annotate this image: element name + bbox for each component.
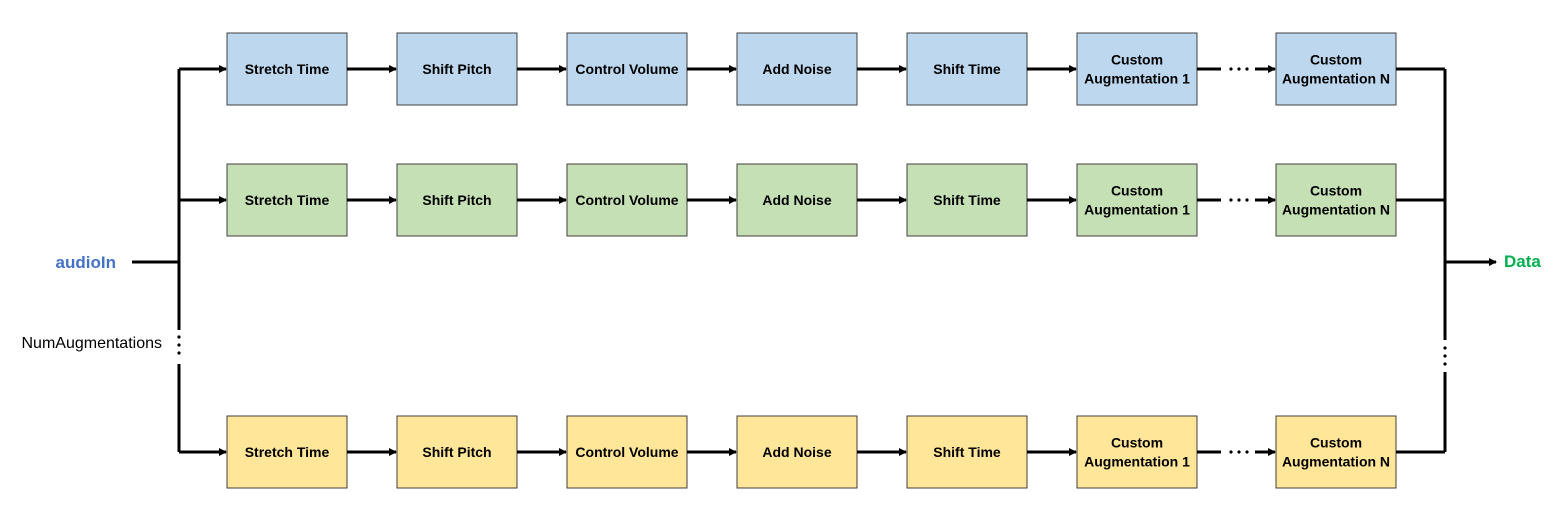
stage-box	[226, 163, 348, 237]
stage-label: Control Volume	[575, 444, 678, 460]
ellipsis-dot	[1229, 198, 1233, 202]
stage-box	[566, 415, 688, 489]
left-bus-ellipsis-dot	[177, 351, 181, 355]
stage-label-line: Stretch Time	[245, 61, 330, 77]
stage-label: Shift Pitch	[422, 444, 491, 460]
left-bus-ellipsis-dot	[177, 343, 181, 347]
stage-box	[906, 163, 1028, 237]
right-bus-ellipsis-dot	[1443, 346, 1447, 350]
stage-box	[566, 32, 688, 106]
stage-label: Control Volume	[575, 192, 678, 208]
right-bus-ellipsis-dot	[1443, 354, 1447, 358]
ellipsis-dot	[1245, 67, 1249, 71]
stage-box	[1275, 163, 1397, 237]
stage-label-line: Augmentation N	[1282, 454, 1390, 470]
right-bus-ellipsis-dot	[1443, 362, 1447, 366]
stage-box	[226, 32, 348, 106]
stage-box	[226, 415, 348, 489]
stage-label: Add Noise	[762, 61, 831, 77]
stage-box	[906, 415, 1028, 489]
stage-label: Stretch Time	[245, 444, 330, 460]
stage-label-line: Shift Time	[933, 444, 1001, 460]
pipeline-row-blue: Stretch Time Shift Pitch Control Volume Add…	[179, 32, 1445, 106]
connector-lines	[132, 69, 1497, 452]
stage-box	[1076, 163, 1198, 237]
stage-label-line: Add Noise	[762, 192, 831, 208]
stage-label-line: Shift Pitch	[422, 192, 491, 208]
stage-box	[396, 163, 518, 237]
stage-box	[906, 32, 1028, 106]
stage-label-line: Shift Time	[933, 192, 1001, 208]
stage-label: Add Noise	[762, 444, 831, 460]
left-bus-ellipsis-dot	[177, 335, 181, 339]
stage-label-line: Shift Pitch	[422, 444, 491, 460]
stage-label-line: Augmentation N	[1282, 71, 1390, 87]
stage-label-line: Custom	[1310, 435, 1362, 451]
stage-label-line: Control Volume	[575, 192, 678, 208]
stage-label: Shift Pitch	[422, 192, 491, 208]
num-augmentations-label: NumAugmentations	[21, 335, 162, 352]
stage-label: Add Noise	[762, 192, 831, 208]
stage-label-line: Custom	[1310, 183, 1362, 199]
stage-box	[736, 163, 858, 237]
stage-label-line: Custom	[1111, 52, 1163, 68]
stage-label-line: Shift Time	[933, 61, 1001, 77]
stage-box	[1275, 415, 1397, 489]
pipeline-row-yellow: Stretch Time Shift Pitch Control Volume Add…	[179, 415, 1445, 489]
ellipsis-dot	[1245, 450, 1249, 454]
stage-label: Shift Time	[933, 444, 1001, 460]
stage-label: Stretch Time	[245, 61, 330, 77]
stage-label-line: Shift Pitch	[422, 61, 491, 77]
ellipsis-dot	[1229, 450, 1233, 454]
stage-box	[1076, 415, 1198, 489]
ellipsis-dot	[1237, 67, 1241, 71]
ellipsis-dot	[1245, 198, 1249, 202]
stage-label: Stretch Time	[245, 192, 330, 208]
stage-box	[396, 415, 518, 489]
ellipsis-dot	[1229, 67, 1233, 71]
stage-label-line: Control Volume	[575, 61, 678, 77]
stage-label-line: Augmentation N	[1282, 202, 1390, 218]
ellipsis-dot	[1237, 198, 1241, 202]
stage-label-line: Custom	[1111, 183, 1163, 199]
stage-box	[736, 32, 858, 106]
stage-label-line: Stretch Time	[245, 444, 330, 460]
stage-box	[1275, 32, 1397, 106]
stage-label-line: Add Noise	[762, 61, 831, 77]
stage-label: Shift Time	[933, 61, 1001, 77]
stage-label: Shift Pitch	[422, 61, 491, 77]
stage-label-line: Augmentation 1	[1084, 71, 1190, 87]
stage-label-line: Custom	[1111, 435, 1163, 451]
stage-label-line: Control Volume	[575, 444, 678, 460]
output-label: Data	[1504, 252, 1541, 271]
stage-label-line: Augmentation 1	[1084, 202, 1190, 218]
stage-box	[396, 32, 518, 106]
stage-box	[736, 415, 858, 489]
stage-label-line: Stretch Time	[245, 192, 330, 208]
stage-label: Control Volume	[575, 61, 678, 77]
stage-label-line: Augmentation 1	[1084, 454, 1190, 470]
pipeline-row-green: Stretch Time Shift Pitch Control Volume Add…	[179, 163, 1445, 237]
stage-box	[1076, 32, 1198, 106]
stage-label-line: Add Noise	[762, 444, 831, 460]
stage-label: Shift Time	[933, 192, 1001, 208]
input-label: audioIn	[56, 253, 116, 272]
stage-box	[566, 163, 688, 237]
stage-label-line: Custom	[1310, 52, 1362, 68]
ellipsis-dot	[1237, 450, 1241, 454]
